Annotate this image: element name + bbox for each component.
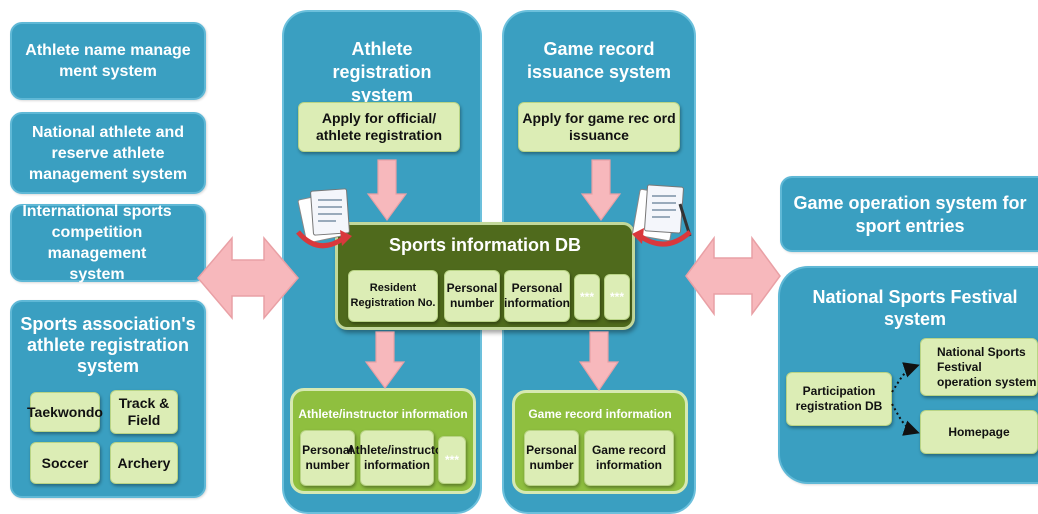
apply-game-record-issuance: Apply for game rec ord issuance: [518, 102, 680, 152]
festival-homepage: Homepage: [920, 410, 1038, 454]
db-field-resident-registration: Resident Registration No.: [348, 270, 438, 322]
db-field-personal-number: Personal number: [444, 270, 500, 322]
db-field-more-2: ***: [604, 274, 630, 320]
athlete-name-management-label: Athlete name manage ment system: [25, 42, 191, 80]
national-sports-festival-title: National Sports Festival system: [812, 287, 1018, 329]
athlete-instructor-info-title: Athlete/instructor information: [298, 407, 468, 421]
athlete-registration-title: Athlete registration system: [332, 39, 432, 105]
sport-archery: Archery: [110, 442, 178, 484]
athlete-personal-number: Personal number: [300, 430, 355, 486]
sports-db-title: Sports information DB: [389, 235, 581, 255]
game-operation-label: Game operation system for sport entries: [793, 193, 1027, 236]
national-athlete-management-system: National athlete and reserve athlete man…: [10, 112, 206, 194]
game-record-personal-number: Personal number: [524, 430, 579, 486]
game-operation-system: Game operation system for sport entries: [780, 176, 1038, 252]
game-record-information: Game record information: [584, 430, 674, 486]
sport-soccer: Soccer: [30, 442, 100, 484]
game-record-title: Game record issuance system: [526, 39, 672, 82]
sport-track-field: Track & Field: [110, 390, 178, 434]
apply-athlete-registration: Apply for official/ athlete registration: [298, 102, 460, 152]
sport-taekwondo: Taekwondo: [27, 392, 103, 432]
international-competition-system: International sports competition managem…: [10, 203, 206, 283]
right-double-arrow: [685, 235, 781, 317]
international-competition-label: International sports competition managem…: [22, 203, 172, 283]
athlete-info-more: ***: [438, 436, 466, 484]
db-field-personal-information: Personal information: [504, 270, 570, 322]
participation-registration-db: Participation registration DB: [786, 372, 892, 426]
game-record-info-title: Game record information: [528, 407, 672, 421]
athlete-instructor-information: Athlete/instructor information: [347, 430, 447, 486]
association-registration-title: Sports association's athlete registratio…: [20, 314, 196, 376]
national-athlete-management-label: National athlete and reserve athlete man…: [28, 123, 188, 183]
festival-operation-system: National Sports Festival operation syste…: [920, 338, 1038, 396]
db-field-more-1: ***: [574, 274, 600, 320]
athlete-name-management-system: Athlete name manage ment system: [10, 22, 206, 100]
